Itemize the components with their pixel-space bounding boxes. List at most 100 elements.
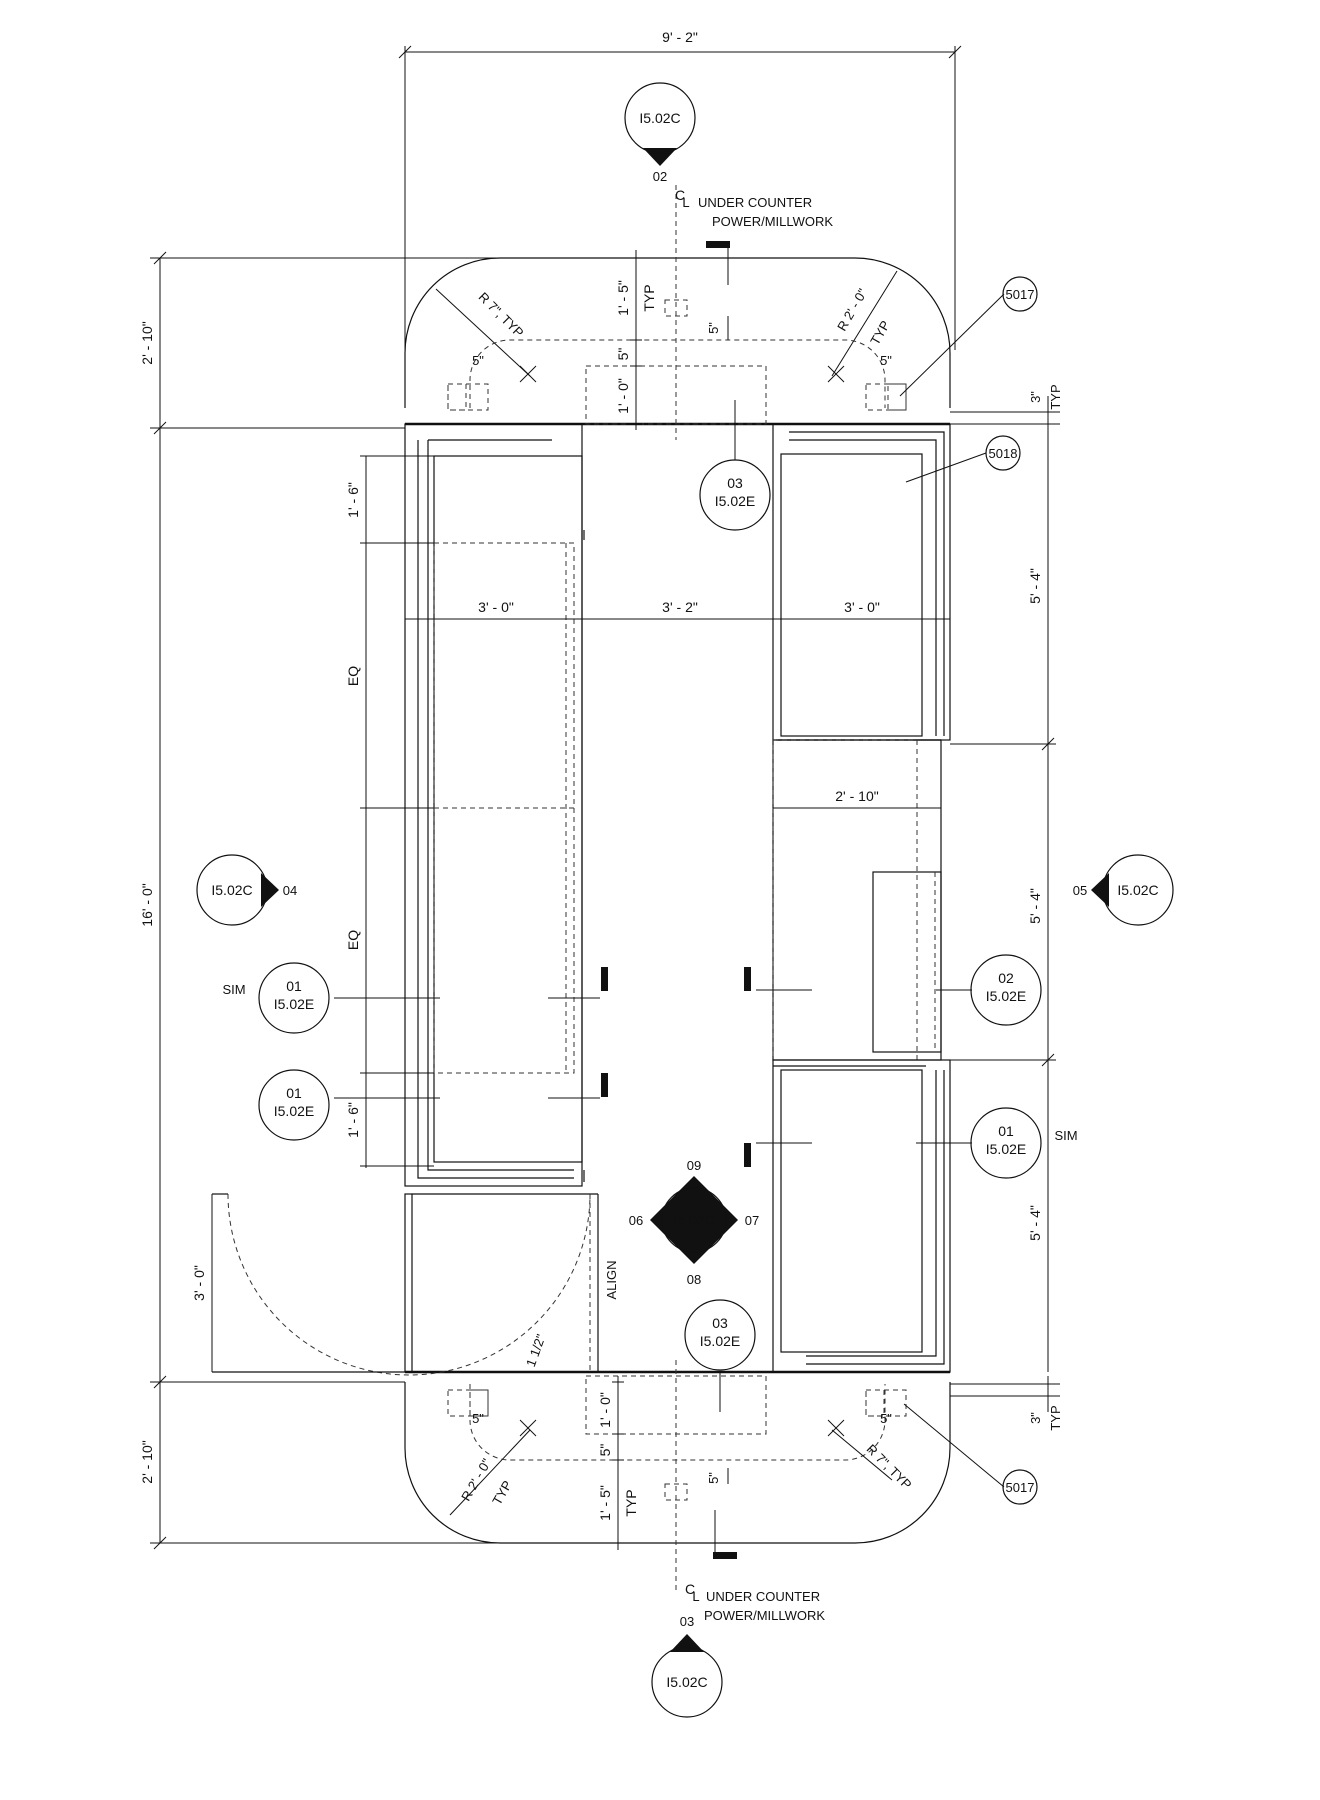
section-02-right-sheet: I5.02E <box>986 988 1026 1004</box>
note-under-counter-top-1: UNDER COUNTER <box>698 195 812 210</box>
top-outlet-right <box>865 383 907 411</box>
right-cabinet-upper-outer <box>772 423 951 741</box>
dim-bot-5-left: 5" <box>472 1411 484 1426</box>
note-cl-bottom-sub: L <box>692 1589 699 1604</box>
power-marker-bottom <box>713 1552 737 1559</box>
right-cabinet-lower-outer <box>772 1059 951 1373</box>
tag-5018-label: 5018 <box>989 446 1018 461</box>
dim-end-bottom: 2' - 10" <box>139 1440 155 1483</box>
dim-door-1-5: 1 1/2" <box>523 1332 549 1369</box>
section-02-right: 02 I5.02E <box>970 954 1042 1026</box>
top-outlet-right-inner <box>887 383 907 411</box>
dim-door-3-0: 3' - 0" <box>191 1265 207 1301</box>
right-cabinet-upper-panel <box>780 453 923 737</box>
radius-center-top-right <box>827 365 845 383</box>
section-03-top-num: 03 <box>727 475 743 491</box>
section-01-upper-num: 01 <box>286 978 302 994</box>
note-sim-left: SIM <box>222 982 245 997</box>
elevation-right-sheet: I5.02C <box>1117 882 1158 898</box>
dim-bot-5-right: 5" <box>880 1411 892 1426</box>
elevation-center-sheet: I5.02C <box>673 1212 714 1228</box>
elevation-top: I5.02C 02 <box>624 82 696 184</box>
note-under-counter-bottom-1: UNDER COUNTER <box>706 1589 820 1604</box>
radius-center-bottom-left <box>519 1419 537 1437</box>
elevation-bottom: I5.02C 03 <box>651 1614 723 1718</box>
note-cl-bottom: C <box>685 1581 695 1597</box>
bottom-outlet-right-inner <box>865 1389 885 1417</box>
left-cabinet-outer <box>404 423 583 1187</box>
dim-inner-2-10: 2' - 10" <box>835 788 878 804</box>
section-01-lower-sheet: I5.02E <box>274 1103 314 1119</box>
note-r2-top: R 2' - 0" <box>834 286 870 334</box>
radius-center-top-left <box>519 365 537 383</box>
dim-left-eq-top: EQ <box>345 666 361 686</box>
dim-overall-length: 16' - 0" <box>139 883 155 926</box>
elevation-center-right-num: 07 <box>745 1213 759 1228</box>
section-03-top: 03 I5.02E <box>699 459 771 531</box>
elevation-left: I5.02C 04 <box>196 854 297 926</box>
right-marker-1 <box>744 967 751 991</box>
note-r7-bot: R 7", TYP <box>864 1441 915 1492</box>
counter-outline-top <box>404 257 951 408</box>
dim-top-1-5: 1' - 5" <box>615 280 631 316</box>
section-01-upper: 01 I5.02E <box>258 962 330 1034</box>
elevation-right: I5.02C 05 <box>1073 854 1174 926</box>
elevation-bottom-sheet: I5.02C <box>666 1674 707 1690</box>
elevation-left-sheet: I5.02C <box>211 882 252 898</box>
section-03-bottom: 03 I5.02E <box>684 1299 756 1371</box>
dim-end-top: 2' - 10" <box>139 321 155 364</box>
dim-top-5a: 5" <box>615 348 631 361</box>
dim-top-5-right: 5" <box>880 353 892 368</box>
top-outlet-left <box>447 383 489 411</box>
section-01-upper-sheet: I5.02E <box>274 996 314 1012</box>
section-03-bottom-num: 03 <box>712 1315 728 1331</box>
bottom-outlet-left-inner <box>469 1389 489 1417</box>
note-under-counter-top-2: POWER/MILLWORK <box>712 214 833 229</box>
note-typ-top-right: TYP <box>867 318 893 347</box>
dim-top-1-0: 1' - 0" <box>615 378 631 414</box>
tag-5017-bottom-label: 5017 <box>1006 1480 1035 1495</box>
section-01-right: 01 I5.02E <box>970 1107 1042 1179</box>
dim-top-3-typ: TYP <box>1048 384 1063 409</box>
dim-width-mid: 3' - 2" <box>662 599 698 615</box>
dim-bot-3-typ: TYP <box>1048 1405 1063 1430</box>
door-frame <box>404 1193 413 1373</box>
section-01-right-sheet: I5.02E <box>986 1141 1026 1157</box>
tag-5018: 5018 <box>985 435 1021 471</box>
elevation-right-num: 05 <box>1073 883 1087 898</box>
dim-bot-typ: TYP <box>623 1489 639 1516</box>
section-01-lower: 01 I5.02E <box>258 1069 330 1141</box>
radius-center-bottom-right <box>827 1419 845 1437</box>
section-02-right-num: 02 <box>998 970 1014 986</box>
section-03-bottom-sheet: I5.02E <box>700 1333 740 1349</box>
dim-overall-width: 9' - 2" <box>662 29 698 45</box>
left-marker-2 <box>601 1073 608 1097</box>
tag-5017-top-label: 5017 <box>1006 287 1035 302</box>
note-typ-bot-left: TYP <box>489 1478 515 1507</box>
dim-width-right: 3' - 0" <box>844 599 880 615</box>
dim-right-5-4-b: 5' - 4" <box>1027 888 1043 924</box>
dim-left-1-6-top: 1' - 6" <box>345 482 361 518</box>
power-marker-top <box>706 241 730 248</box>
note-sim-right: SIM <box>1054 1128 1077 1143</box>
dim-right-5-4-a: 5' - 4" <box>1027 568 1043 604</box>
top-dashed-outline <box>469 339 886 408</box>
note-under-counter-bottom-2: POWER/MILLWORK <box>704 1608 825 1623</box>
note-align: ALIGN <box>604 1260 619 1299</box>
elevation-bottom-num: 03 <box>680 1614 694 1629</box>
dim-bot-3: 3" <box>1028 1412 1043 1424</box>
dim-left-1-6-bot: 1' - 6" <box>345 1102 361 1138</box>
dim-top-3: 3" <box>1028 391 1043 403</box>
note-cl-top: C <box>675 187 685 203</box>
elevation-center-top-num: 09 <box>687 1158 701 1173</box>
elevation-center-left-num: 06 <box>629 1213 643 1228</box>
dim-bot-1-5: 1' - 5" <box>597 1485 613 1521</box>
right-cabinet-lower-panel <box>780 1069 923 1353</box>
tag-5017-bottom: 5017 <box>1002 1469 1038 1505</box>
counter-outline-bottom <box>404 1382 951 1544</box>
right-marker-2 <box>744 1143 751 1167</box>
dim-right-5-4-c: 5' - 4" <box>1027 1205 1043 1241</box>
dim-top-typ: TYP <box>641 284 657 311</box>
elevation-left-num: 04 <box>283 883 297 898</box>
